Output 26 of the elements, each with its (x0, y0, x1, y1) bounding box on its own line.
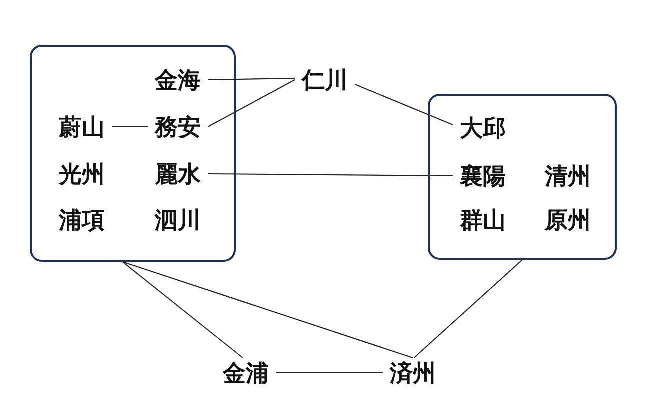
connector-line (208, 173, 453, 177)
place-label: 済州 (383, 358, 443, 388)
place-label: 務安 (148, 112, 208, 142)
place-label: 光州 (52, 159, 112, 189)
connector-line (414, 260, 523, 358)
place-label: 清州 (538, 161, 598, 191)
group-box (428, 94, 617, 260)
place-label: 群山 (453, 205, 513, 235)
connector-line (276, 372, 383, 374)
place-label: 浦項 (52, 205, 112, 235)
connector-line (208, 80, 296, 128)
connector-line (208, 78, 295, 81)
place-label: 麗水 (148, 159, 208, 189)
place-label: 金海 (148, 65, 208, 95)
connector-line (122, 262, 244, 358)
place-label: 金浦 (216, 358, 276, 388)
place-label: 蔚山 (52, 112, 112, 142)
place-label: 大邱 (453, 113, 513, 143)
place-label: 仁川 (295, 65, 355, 95)
place-label: 泗川 (148, 205, 208, 235)
group-box (30, 45, 236, 262)
place-label: 原州 (538, 205, 598, 235)
connector-line (122, 261, 414, 359)
connector-line (112, 126, 148, 128)
place-label: 襄陽 (453, 161, 513, 191)
connector-line (354, 84, 454, 126)
